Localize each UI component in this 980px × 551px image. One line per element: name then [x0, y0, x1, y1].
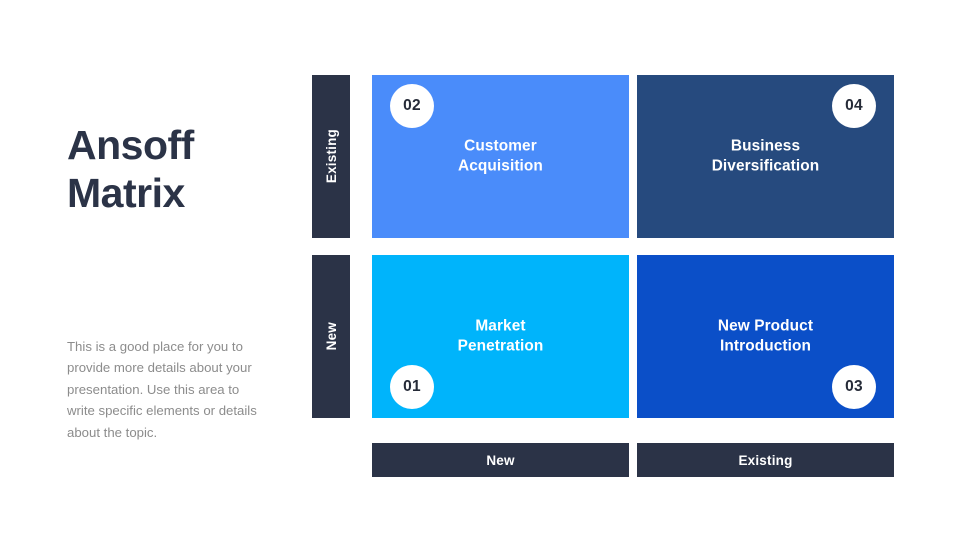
quadrant-label-new-product-introduction: New Product Introduction: [637, 316, 894, 357]
axis-column-label-existing: Existing: [637, 443, 894, 477]
quadrant-customer-acquisition[interactable]: 02 Customer Acquisition: [372, 75, 629, 238]
quadrant-label-line-1: Market: [475, 316, 526, 334]
description-paragraph: This is a good place for you to provide …: [67, 339, 257, 440]
axis-row-label-new-text: New: [323, 322, 339, 351]
ansoff-matrix: Existing New 02 Customer Acquisition 04 …: [312, 75, 894, 477]
quadrant-new-product-introduction[interactable]: 03 New Product Introduction: [637, 255, 894, 418]
quadrant-label-market-penetration: Market Penetration: [372, 316, 629, 357]
quadrant-label-line-2: Penetration: [457, 337, 544, 355]
left-text-panel: Ansoff Matrix This is a good place for y…: [67, 0, 282, 551]
axis-row-label-existing-text: Existing: [323, 129, 339, 184]
page-title-line-2: Matrix: [67, 169, 185, 216]
axis-row-label-existing: Existing: [312, 75, 350, 238]
quadrant-label-customer-acquisition: Customer Acquisition: [372, 136, 629, 177]
quadrant-label-line-1: New Product: [717, 316, 814, 334]
quadrant-label-line-1: Business: [730, 136, 801, 154]
quadrant-label-line-2: Introduction: [720, 337, 811, 355]
axis-column-label-new: New: [372, 443, 629, 477]
axis-row-label-new: New: [312, 255, 350, 418]
quadrant-badge-04: 04: [832, 84, 876, 128]
quadrant-badge-02: 02: [390, 84, 434, 128]
quadrant-badge-03: 03: [832, 365, 876, 409]
quadrant-market-penetration[interactable]: 01 Market Penetration: [372, 255, 629, 418]
quadrant-label-line-2: Acquisition: [458, 157, 543, 175]
quadrant-badge-01: 01: [390, 365, 434, 409]
quadrant-label-line-2: Diversification: [711, 157, 820, 175]
quadrant-label-line-1: Customer: [464, 136, 537, 154]
page-title: Ansoff Matrix: [67, 122, 282, 218]
page-title-line-1: Ansoff: [67, 122, 194, 168]
quadrant-label-business-diversification: Business Diversification: [637, 136, 894, 177]
quadrant-business-diversification[interactable]: 04 Business Diversification: [637, 75, 894, 238]
